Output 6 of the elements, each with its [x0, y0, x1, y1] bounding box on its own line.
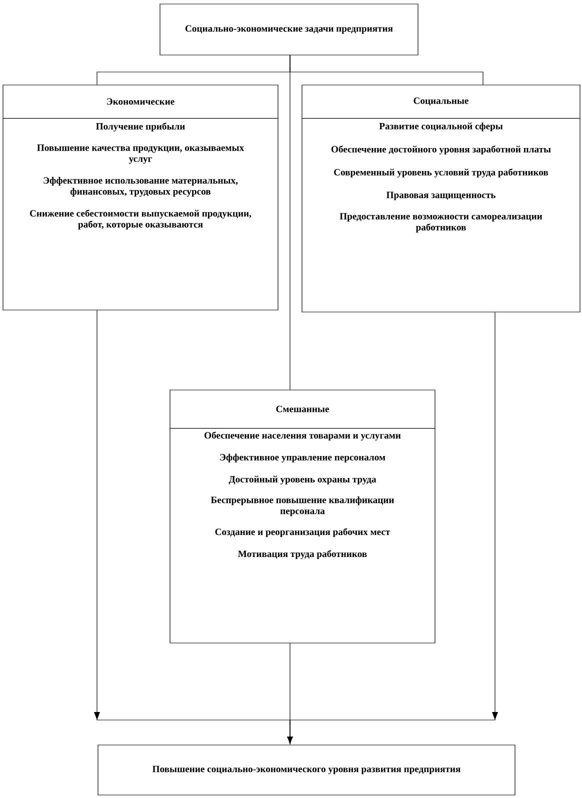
- category-box: Смешанные Обеспечение населения товарами и услугами Эффективное управление персоналом Достойный уровень охраны труда Беспрерывное повышение квалификации персонала Создание и реорганизация рабочих мест Мотивация труда работников: [170, 390, 436, 644]
- goal-box: Повышение социально-экономического уровня развития предприятия: [98, 744, 516, 796]
- goal-box: Социально-экономические задачи предприятия: [160, 4, 418, 56]
- connector: [287, 643, 293, 744]
- category-box: Социальные Развитие социальной сферы Обеспечение достойного уровня заработной платы Современный уровень условий труда работников Правовая защищенность Предоставление возможности самореализации работников: [302, 84, 580, 312]
- category-box: Экономические Получение прибыли Повышение качества продукции, оказываемых услуг Эффективное использование материальных, финансовых, трудовых ресурсов Снижение себестоимости выпускаемой продукции, работ, которые оказываются: [2, 84, 278, 310]
